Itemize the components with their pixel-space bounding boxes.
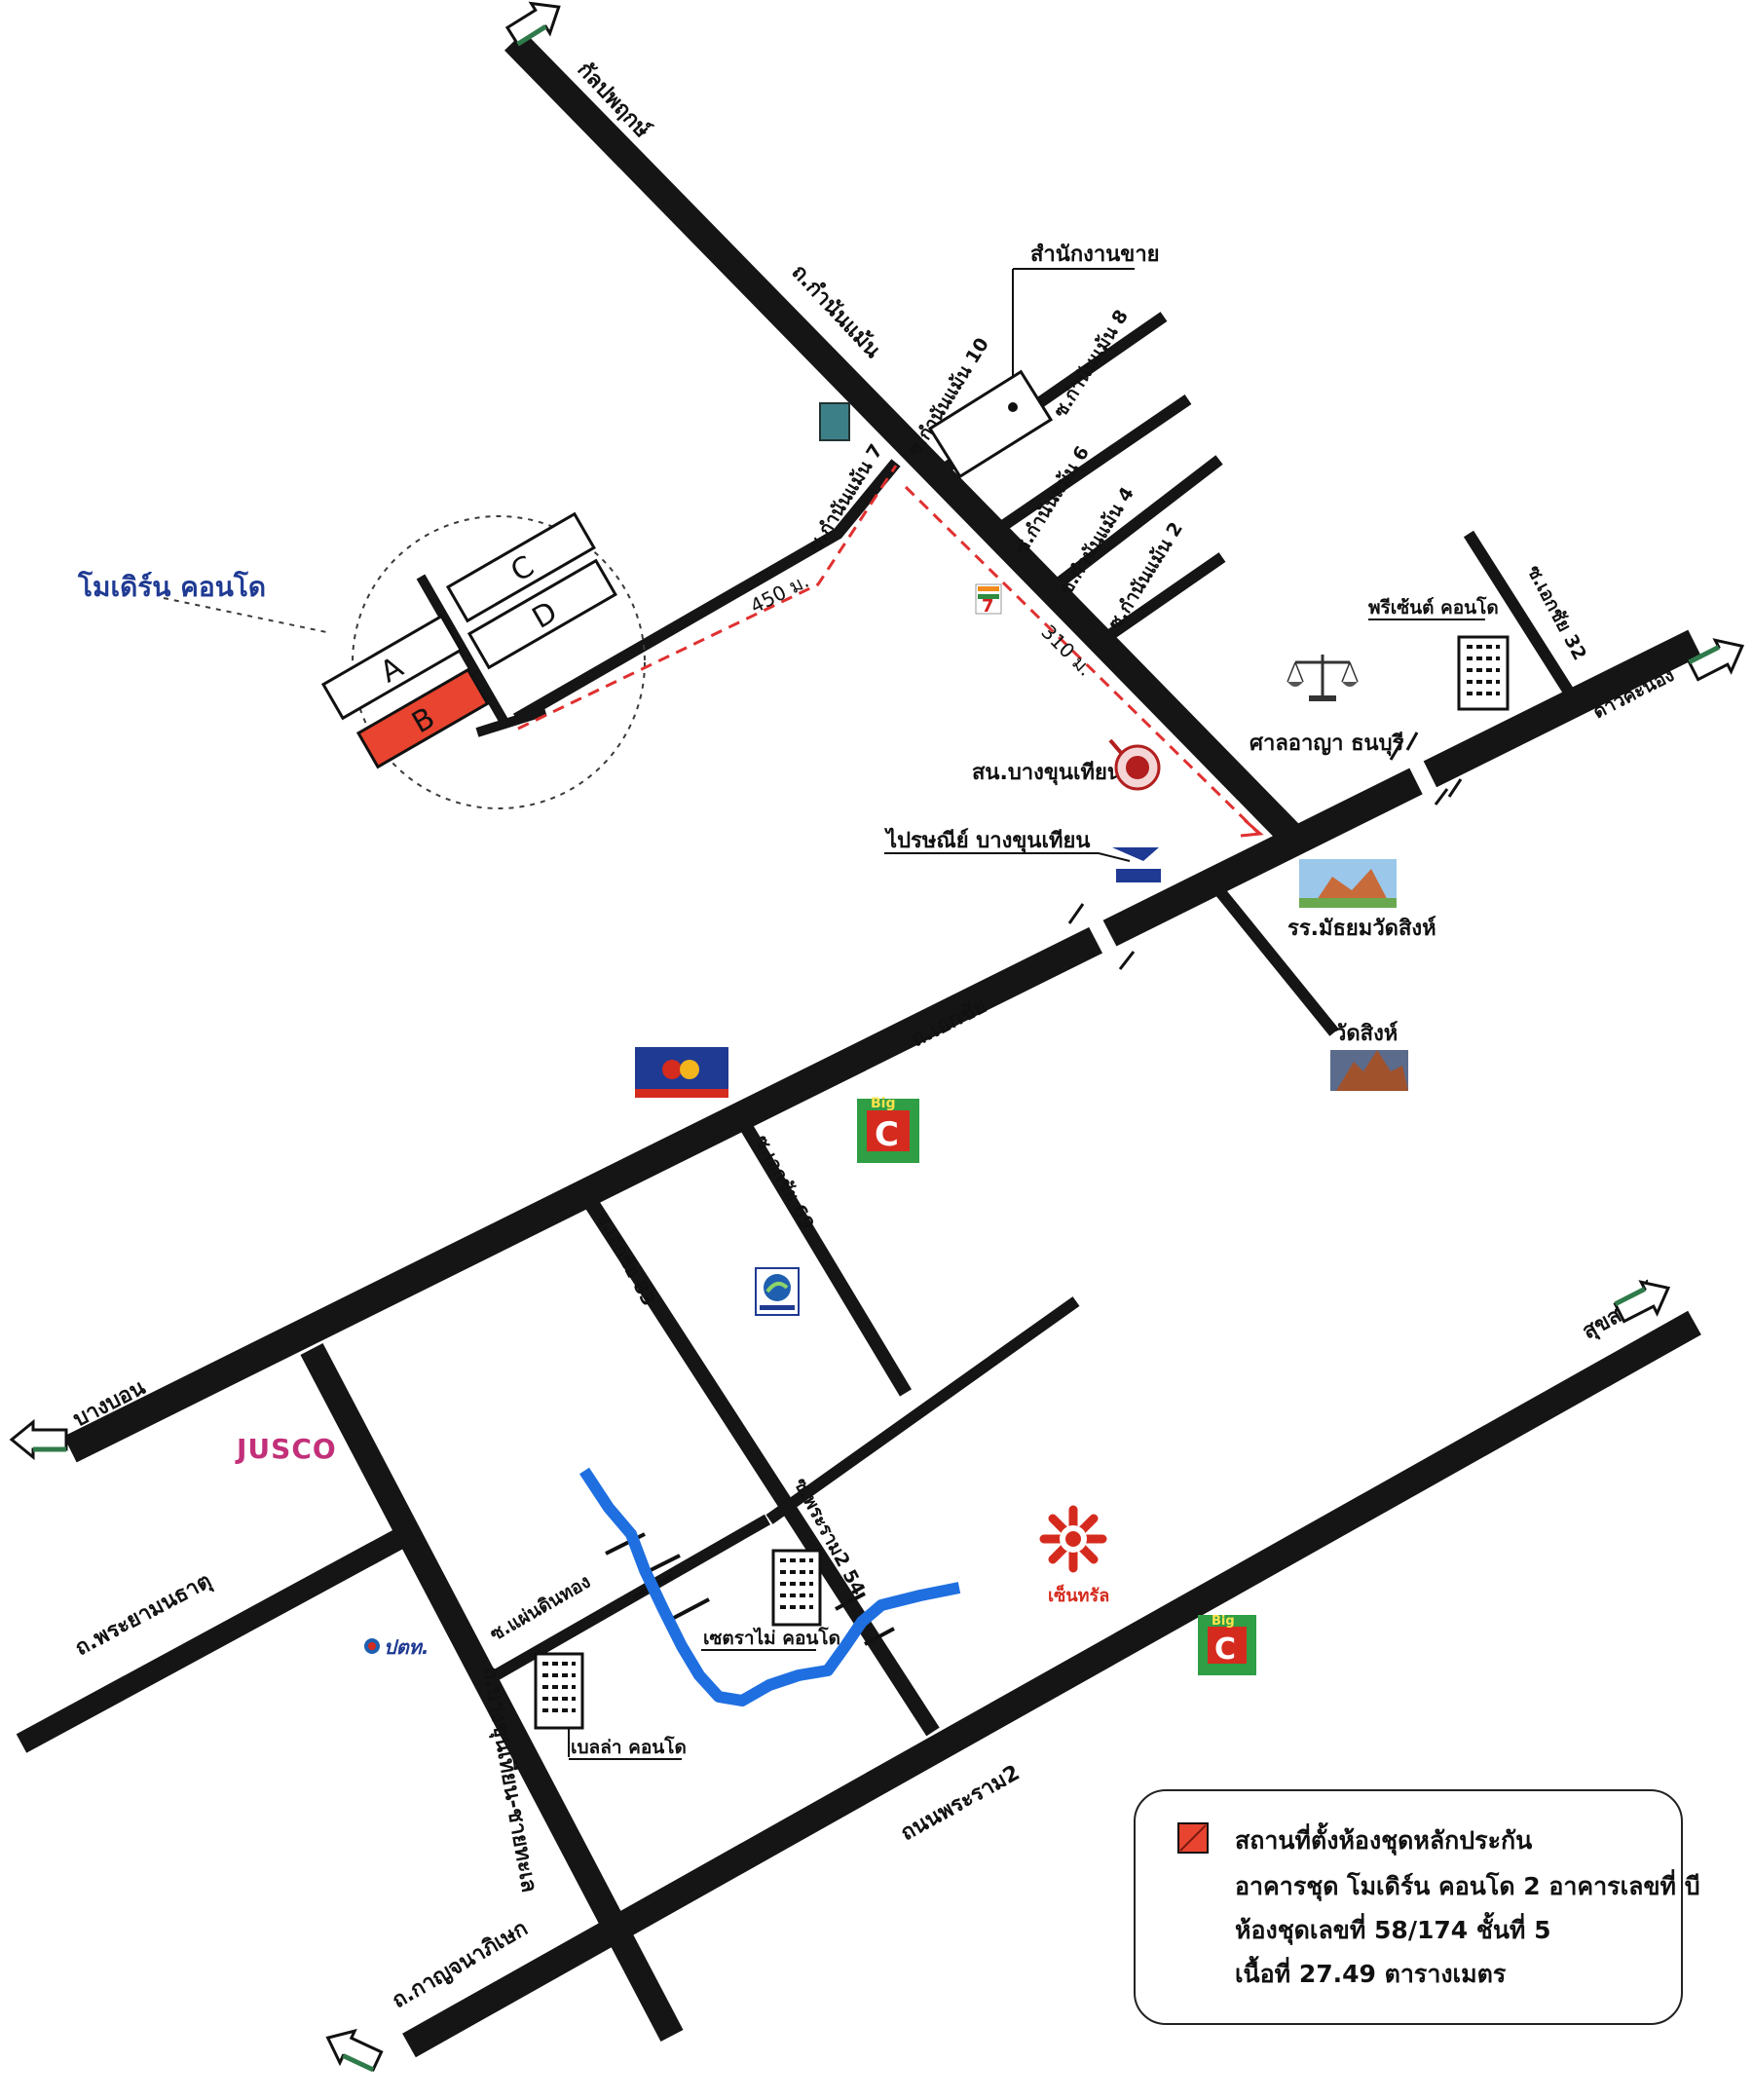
road-ekkachai xyxy=(63,629,1701,1463)
arrow-west-bang-bon xyxy=(9,1418,68,1461)
big-c-icon: Big C xyxy=(857,1096,919,1163)
police-label: สน.บางขุนเทียน xyxy=(972,761,1122,786)
seven-eleven-icon: 7 xyxy=(975,583,1002,617)
inset-circle xyxy=(352,515,646,809)
label-soi-kamnan-4: ซ.กำนันแม้น 4 xyxy=(1056,483,1138,598)
building-d: D xyxy=(466,558,617,670)
building-a: A xyxy=(320,614,464,721)
road-soi-ekkachai-83 xyxy=(582,1195,940,1737)
road-soi-kamnan-6 xyxy=(988,394,1192,539)
road-phraya-monthat xyxy=(16,1519,423,1753)
svg-text:Big: Big xyxy=(1212,1614,1235,1629)
prime-sense-label: พรีเซ้นต์ คอนโด xyxy=(1368,596,1499,619)
fuel-station-icon xyxy=(635,1047,728,1098)
road-soi-ekkachai-69 xyxy=(738,1121,913,1397)
legend-line-4: เนื้อที่ 27.49 ตารางเมตร xyxy=(1235,1955,1507,1988)
ptt-label: ปตท. xyxy=(384,1635,429,1659)
school-label: รร.มัธยมวัดสิงห์ xyxy=(1287,916,1436,941)
police-emblem-icon xyxy=(1108,738,1161,791)
scales-of-justice-icon xyxy=(1287,655,1359,701)
direction-arrows xyxy=(9,1,1745,2073)
inset-leader xyxy=(163,597,332,634)
building-b-highlighted: B xyxy=(355,667,490,769)
road-bangjak-connector xyxy=(765,1296,1080,1524)
svg-text:7: 7 xyxy=(982,596,994,617)
route-310m xyxy=(904,485,1260,835)
wat-sing: วัดสิงห์ xyxy=(1330,1021,1408,1091)
condo-title: โมเดิร์น คอนโด xyxy=(77,570,266,603)
label-soi-kamnan-8: ซ.กำนันแม้น 8 xyxy=(1050,306,1133,421)
road-wat-sing xyxy=(1212,884,1339,1036)
road-soi-saen-din-thong xyxy=(484,1514,770,1686)
condo-tower-icon xyxy=(1457,635,1510,711)
legend: สถานที่ตั้งห้องชุดหลักประกัน อาคารชุด โม… xyxy=(1134,1789,1700,2025)
label-soi-ekkachai-32: ซ.เอกชัย 32 xyxy=(1523,562,1590,663)
svg-text:C: C xyxy=(1214,1632,1236,1667)
condo-bella: เบลล่า คอนโด xyxy=(534,1652,687,1760)
central-icon: เซ็นทรัล xyxy=(1039,1505,1109,1606)
road-bangkhunthian-chaitalay xyxy=(300,1342,684,2043)
ptt-icon: ปตท. xyxy=(364,1635,429,1659)
thailand-post-icon xyxy=(1112,847,1161,882)
legend-line-1: สถานที่ตั้งห้องชุดหลักประกัน xyxy=(1235,1821,1532,1856)
sales-office-label: สำนักงานขาย xyxy=(1030,243,1160,267)
central-label: เซ็นทรัล xyxy=(1048,1584,1109,1606)
temple-photo-icon xyxy=(1330,1050,1408,1091)
svg-text:Big: Big xyxy=(871,1096,896,1111)
sethiwan-label: เซตราไม่ คอนโด xyxy=(703,1627,840,1649)
route-arrowhead xyxy=(1240,818,1264,838)
arrow-east-suksawat xyxy=(1613,1280,1671,1324)
post-office: ไปรษณีย์ บางขุนเทียน xyxy=(884,827,1161,882)
bella-label: เบลล่า คอนโด xyxy=(571,1736,687,1758)
sales-office: สำนักงานขาย xyxy=(927,243,1160,479)
school: รร.มัธยมวัดสิงห์ xyxy=(1287,859,1436,941)
arrow-west-kanchanaphisek xyxy=(325,2028,384,2073)
court-label: ศาลอาญา ธนบุรี xyxy=(1249,731,1404,757)
bridge-ekkachai-mid xyxy=(1067,903,1136,970)
prime-sense-condo: พรีเซ้นต์ คอนโด xyxy=(1368,596,1510,711)
label-soi-kamnan-6: ซ.กำนันแม้น 6 xyxy=(1011,442,1094,557)
road-condo-access-1 xyxy=(416,574,511,729)
big-c-rama2-icon: Big C xyxy=(1198,1614,1256,1675)
arrow-north-kanlapaphruek xyxy=(504,1,561,47)
wat-sing-label: วัดสิงห์ xyxy=(1334,1021,1398,1046)
arrow-east-dao-khanong xyxy=(1687,638,1745,682)
river xyxy=(578,1467,961,1706)
condo-sethiwan: เซตราไม่ คอนโด xyxy=(701,1549,840,1651)
bridge-markers xyxy=(605,731,1463,1646)
road-soi-kamnan-4 xyxy=(1043,455,1223,597)
road-soi-kamnan-2 xyxy=(1095,552,1226,648)
svg-text:C: C xyxy=(875,1115,899,1154)
landmarks: สำนักงานขาย 7 พรีเซ้นต์ คอนโด xyxy=(235,243,1510,1760)
condo-inset: โมเดิร์น คอนโด C D A B xyxy=(77,511,646,809)
building-c: C xyxy=(445,511,596,623)
legend-line-3: ห้องชุดเลขที่ 58/174 ชั้นที่ 5 xyxy=(1235,1911,1551,1946)
police-station: สน.บางขุนเทียน xyxy=(972,738,1161,791)
criminal-court: ศาลอาญา ธนบุรี xyxy=(1249,655,1404,757)
route-450m xyxy=(517,465,898,731)
bridge-rama2-54 xyxy=(835,1592,895,1646)
bridge-ekkachai-east xyxy=(1389,731,1463,806)
shop-sign-icon xyxy=(819,402,850,441)
jusco-logo: JUSCO xyxy=(235,1433,337,1465)
legend-line-2: อาคารชุด โมเดิร์น คอนโด 2 อาคารเลขที่ บี xyxy=(1235,1869,1700,1902)
school-photo-icon xyxy=(1299,859,1397,908)
road-soi-kamnan-7 xyxy=(513,459,901,725)
road-kamnan-maen xyxy=(504,31,1306,849)
label-soi-ekkachai-69: ซ.เอกชัย 69 xyxy=(751,1132,818,1233)
bangchak-icon xyxy=(755,1267,800,1316)
condo-tower-sethiwan-icon xyxy=(771,1549,822,1627)
post-office-label: ไปรษณีย์ บางขุนเทียน xyxy=(884,827,1090,854)
condo-tower-bella-icon xyxy=(534,1652,584,1730)
road-condo-access-2 xyxy=(475,706,547,737)
road-soi-ekkachai-32 xyxy=(1463,530,1576,697)
legend-box xyxy=(1134,1789,1683,2025)
sales-office-building xyxy=(927,369,1054,479)
label-soi-ekkachai-83: ซ.เอกชัย 83 xyxy=(592,1208,659,1309)
